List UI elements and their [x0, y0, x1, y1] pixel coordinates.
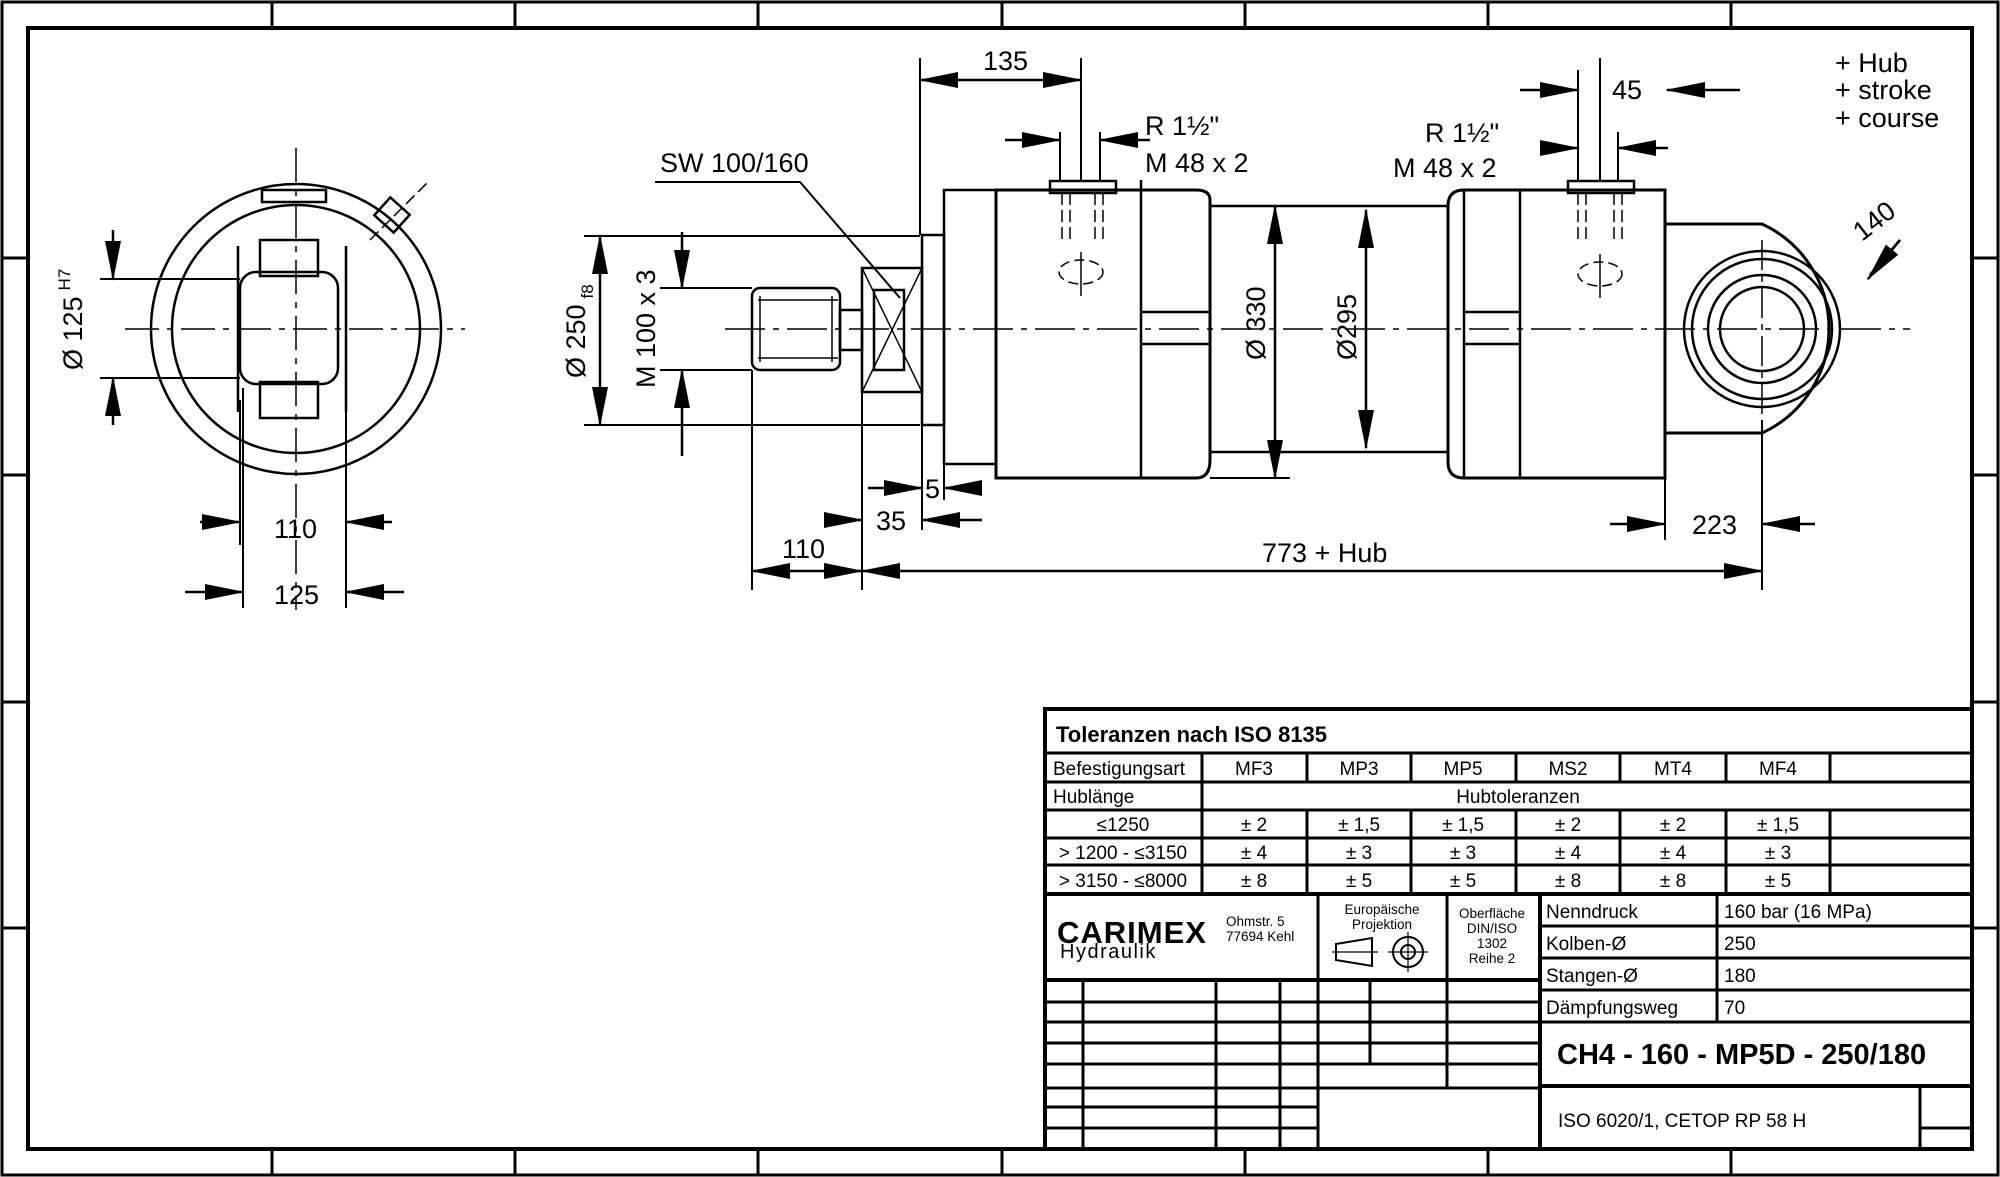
col-header: MP5: [1443, 759, 1482, 780]
side-view: [584, 58, 1910, 590]
front-width-125-label: 125: [274, 580, 319, 610]
spec-value: 250: [1724, 934, 1756, 955]
spec-value: 70: [1724, 998, 1745, 1019]
table-title: Toleranzen nach ISO 8135: [1056, 722, 1327, 747]
row-value: ± 8: [1660, 871, 1686, 892]
table-header-label: Befestigungsart: [1053, 759, 1186, 780]
port-right-m: M 48 x 2: [1393, 153, 1497, 183]
row-value: ± 2: [1660, 815, 1686, 836]
spec-row: Stangen-Ø 180: [1546, 966, 1756, 987]
port-right-r: R 1½": [1425, 118, 1499, 148]
model-designation: CH4 - 160 - MP5D - 250/180: [1557, 1039, 1926, 1071]
port-left-r: R 1½": [1145, 111, 1219, 141]
projection-line-1: Europäische: [1344, 902, 1419, 917]
row-value: ± 8: [1555, 871, 1581, 892]
row-value: ± 8: [1241, 871, 1267, 892]
surface-line-4: Reihe 2: [1469, 951, 1516, 966]
row-value: ± 5: [1765, 871, 1791, 892]
row-value: ± 1,5: [1442, 815, 1484, 836]
row-value: ± 4: [1555, 843, 1582, 864]
sw-label: SW 100/160: [660, 148, 809, 178]
table-row: ≤1250 ± 2 ± 1,5 ± 1,5 ± 2 ± 2 ± 1,5: [1097, 815, 1799, 836]
dim-135: 135: [983, 46, 1028, 76]
col-header: MT4: [1654, 759, 1692, 780]
front-view: [100, 148, 465, 610]
col-header: MP3: [1339, 759, 1378, 780]
dim-223: 223: [1692, 510, 1737, 540]
side-view-labels: 135 SW 100/160 R 1½" M 48 x 2 R 1½" M 48…: [561, 46, 1939, 568]
front-dia-125-label: Ø 125H7: [55, 269, 88, 370]
row-value: ± 3: [1450, 843, 1476, 864]
radius-140: 140: [1847, 195, 1901, 246]
table-sub-header: Hubtoleranzen: [1456, 787, 1580, 808]
spec-label: Dämpfungsweg: [1546, 998, 1678, 1019]
row-value: ± 1,5: [1757, 815, 1799, 836]
dim-35: 35: [876, 506, 906, 536]
col-header: MF3: [1235, 759, 1273, 780]
standard-reference: ISO 6020/1, CETOP RP 58 H: [1558, 1111, 1806, 1132]
dia-295-label: Ø295: [1332, 294, 1362, 360]
row-value: ± 2: [1241, 815, 1267, 836]
dim-110: 110: [782, 534, 825, 564]
title-block: CARIMEX Hydraulik Ohmstr. 5 77694 Kehl E…: [1045, 894, 1972, 1149]
dia-250-label: Ø 250f8: [561, 284, 597, 378]
row-range: ≤1250: [1097, 815, 1150, 836]
row-range: > 3150 - ≤8000: [1059, 871, 1187, 892]
note-stroke: + stroke: [1835, 75, 1932, 105]
projection-symbol-icon: [1332, 932, 1428, 972]
note-hub: + Hub: [1835, 48, 1908, 78]
surface-line-2: DIN/ISO: [1467, 921, 1517, 936]
row-value: ± 4: [1241, 843, 1268, 864]
port-left-m: M 48 x 2: [1145, 148, 1249, 178]
row-range: > 1200 - ≤3150: [1059, 843, 1187, 864]
table-sub-label: Hublänge: [1053, 787, 1134, 808]
col-header: MS2: [1548, 759, 1587, 780]
gland: [920, 233, 946, 427]
spec-label: Kolben-Ø: [1546, 934, 1626, 955]
dim-773: 773 + Hub: [1262, 538, 1387, 568]
thread-m100-label: M 100 x 3: [631, 269, 661, 388]
note-course: + course: [1835, 103, 1939, 133]
row-value: ± 4: [1660, 843, 1687, 864]
spec-label: Nenndruck: [1546, 902, 1638, 923]
spec-value: 160 bar (16 MPa): [1724, 902, 1872, 923]
spec-row: Kolben-Ø 250: [1546, 934, 1756, 955]
head-block: [942, 188, 998, 466]
row-value: ± 2: [1555, 815, 1581, 836]
col-header: MF4: [1759, 759, 1797, 780]
address-line-1: Ohmstr. 5: [1226, 914, 1285, 929]
front-width-110-label: 110: [274, 514, 317, 544]
row-value: ± 5: [1450, 871, 1476, 892]
spec-row: Nenndruck 160 bar (16 MPa): [1546, 902, 1872, 923]
row-value: ± 5: [1346, 871, 1372, 892]
surface-line-3: 1302: [1477, 936, 1507, 951]
dim-5: 5: [925, 474, 940, 504]
projection-line-2: Projektion: [1352, 917, 1412, 932]
spec-label: Stangen-Ø: [1546, 966, 1638, 987]
row-value: ± 3: [1346, 843, 1372, 864]
row-value: ± 1,5: [1338, 815, 1380, 836]
table-row: > 3150 - ≤8000 ± 8 ± 5 ± 5 ± 8 ± 8 ± 5: [1059, 871, 1791, 892]
table-column-headers: MF3 MP3 MP5 MS2 MT4 MF4: [1235, 759, 1797, 780]
row-value: ± 3: [1765, 843, 1791, 864]
tolerance-table: Toleranzen nach ISO 8135 Befestigungsart…: [1043, 707, 1974, 1151]
surface-line-1: Oberfläche: [1459, 906, 1525, 921]
table-row: > 1200 - ≤3150 ± 4 ± 3 ± 3 ± 4 ± 4 ± 3: [1059, 843, 1791, 864]
address-line-2: 77694 Kehl: [1226, 929, 1294, 944]
spec-row: Dämpfungsweg 70: [1546, 998, 1745, 1019]
company-name: CARIMEX: [1057, 915, 1207, 950]
dia-330-label: Ø 330: [1241, 286, 1271, 360]
spec-value: 180: [1724, 966, 1756, 987]
company-division: Hydraulik: [1060, 941, 1157, 963]
dim-45: 45: [1612, 75, 1642, 105]
rear-clevis-eye: [1665, 222, 1831, 435]
